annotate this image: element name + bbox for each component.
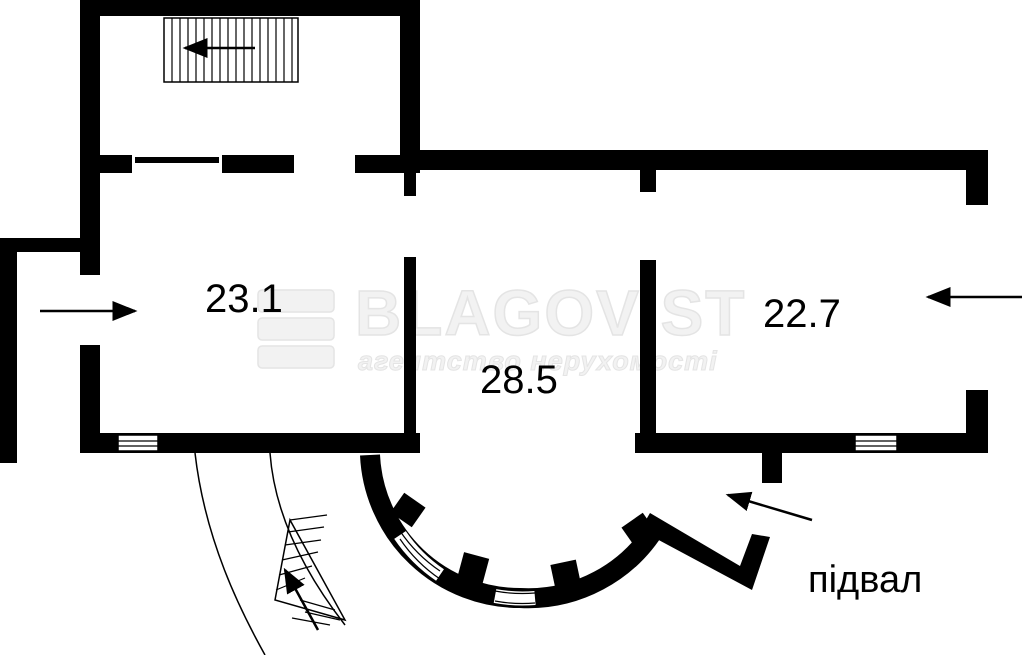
wall-bottom-left: [80, 433, 420, 453]
windows: [117, 434, 898, 452]
watermark: BLAGOVIST агентство нерухомості: [257, 276, 746, 377]
window-icon: [854, 434, 898, 452]
wall-right-upper: [966, 150, 988, 205]
room-area-left: 23.1: [205, 277, 283, 321]
wall-mid-seg2: [222, 155, 294, 173]
watermark-title: BLAGOVIST: [355, 277, 746, 349]
watermark-subtitle: агентство нерухомості: [358, 346, 718, 376]
spiral-step: [281, 551, 319, 561]
basement-label: підвал: [808, 559, 922, 601]
bay-walls: [360, 453, 782, 609]
spiral-step: [278, 565, 313, 576]
basement-arrow-icon: [725, 491, 813, 522]
wall-partition-a: [404, 257, 416, 447]
bay-arc: [360, 454, 666, 609]
wall-partition-b: [640, 260, 656, 450]
spiral-step: [304, 611, 341, 621]
wall-left-upper: [80, 160, 100, 275]
walls: [0, 0, 988, 463]
wall-partition-b-stub: [640, 170, 656, 192]
spiral-step: [299, 599, 336, 611]
wall-stair-left: [80, 0, 100, 165]
pilaster: [550, 559, 582, 593]
wall-mid-partition: [135, 157, 219, 163]
spiral-step: [291, 617, 331, 626]
pilaster: [390, 492, 426, 528]
spiral-step: [287, 526, 325, 533]
spiral-staircase-icon: [194, 452, 347, 655]
window-icon: [493, 589, 536, 606]
wall-bottom-right: [635, 433, 988, 453]
wall-stub-bay: [762, 453, 782, 483]
bay-wall-angled: [640, 513, 770, 590]
spiral-step: [289, 514, 328, 521]
wall-exterior-top: [0, 238, 95, 252]
stair-edge-outer: [194, 452, 266, 655]
wall-left-lower: [80, 345, 100, 452]
stair-edge-inner: [269, 452, 346, 626]
wall-exterior-left: [0, 238, 17, 463]
window-icon: [394, 530, 445, 581]
staircase-icon: [163, 17, 299, 83]
room-area-center: 28.5: [480, 358, 558, 402]
watermark-logo-icon: [257, 289, 335, 369]
pilaster: [456, 552, 490, 586]
wall-top-long: [400, 150, 988, 170]
spiral-step: [284, 539, 322, 546]
wall-partition-a-stub: [404, 170, 416, 196]
room-area-right: 22.7: [763, 292, 841, 336]
wall-stair-right: [400, 0, 420, 160]
window-icon: [117, 434, 159, 452]
wall-stair-top: [80, 0, 420, 16]
